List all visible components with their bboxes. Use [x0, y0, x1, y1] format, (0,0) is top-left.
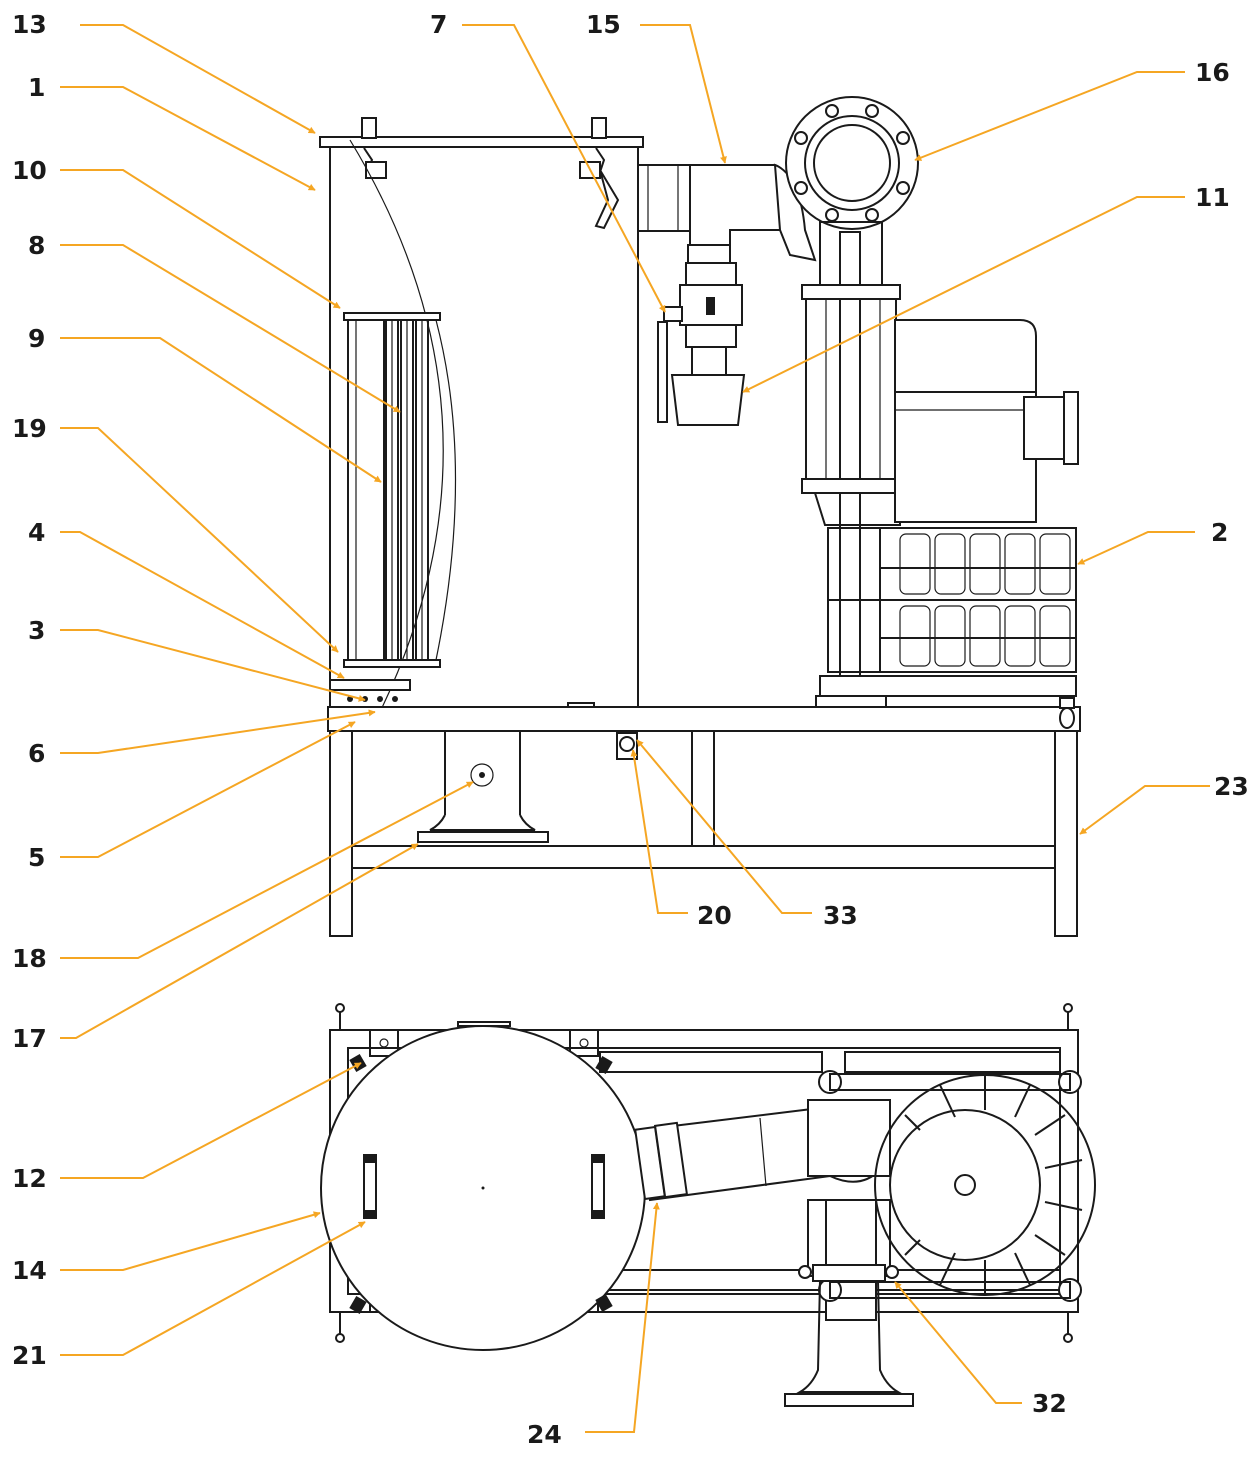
- outlet-pipe-top: [634, 1099, 891, 1321]
- top-view: [320, 1003, 1096, 1407]
- callout-1: 1: [28, 73, 46, 102]
- leader-6: [60, 709, 376, 754]
- callout-4: 4: [28, 518, 46, 547]
- frame-leg-left: [329, 730, 353, 937]
- bottom-outlet: [784, 1264, 914, 1407]
- leader-9: [60, 337, 382, 483]
- leader-11: [742, 196, 1185, 393]
- callout-13: 13: [12, 10, 47, 39]
- callout-23: 23: [1214, 772, 1249, 801]
- leader-1: [60, 86, 316, 191]
- callout-8: 8: [28, 231, 46, 260]
- leader-16: [914, 71, 1185, 161]
- callout-10: 10: [12, 156, 47, 185]
- leader-24: [585, 1202, 660, 1433]
- motor: [894, 319, 1079, 523]
- leader-14: [60, 1211, 321, 1271]
- ball-valve: [657, 262, 743, 423]
- outlet-tee: [637, 163, 817, 264]
- leader-5: [60, 721, 356, 858]
- filter-cartridges: [343, 312, 441, 668]
- vertical-column: [839, 231, 861, 708]
- upright-cylinder: [805, 286, 897, 484]
- callout-11: 11: [1195, 183, 1230, 212]
- leader-17: [60, 843, 419, 1039]
- leader-33: [636, 739, 812, 914]
- drain-funnel: [417, 731, 549, 843]
- callout-32: 32: [1032, 1389, 1067, 1418]
- callout-17: 17: [12, 1024, 47, 1053]
- tank-body: [329, 146, 639, 708]
- tank-bottom-flange: [329, 679, 411, 691]
- leader-lines: [60, 24, 1210, 1433]
- callout-33: 33: [823, 901, 858, 930]
- strainer-bucket: [670, 374, 746, 426]
- callout-12: 12: [12, 1164, 47, 1193]
- callout-20: 20: [697, 901, 732, 930]
- leader-4: [60, 531, 345, 679]
- cutaway-arc: [349, 139, 444, 713]
- leader-2: [1077, 531, 1195, 565]
- leader-19: [60, 427, 339, 653]
- callout-18: 18: [12, 944, 47, 973]
- callout-21: 21: [12, 1341, 47, 1370]
- frame-lower-rail: [351, 845, 1056, 869]
- leader-3: [60, 629, 366, 702]
- skid-top-rail: [327, 706, 1081, 732]
- outlet-flange: [785, 96, 919, 230]
- callout-14: 14: [12, 1256, 47, 1285]
- lifting-eyes: [335, 1003, 1073, 1343]
- leader-8: [60, 244, 401, 413]
- lid-handles: [363, 1154, 605, 1219]
- leader-21: [60, 1221, 366, 1356]
- callout-7: 7: [430, 10, 448, 39]
- leader-12: [60, 1062, 362, 1179]
- blower-stages: [815, 527, 1077, 708]
- leader-23: [1079, 785, 1210, 835]
- leader-15: [640, 24, 727, 164]
- leader-18: [60, 781, 474, 959]
- callout-3: 3: [28, 616, 46, 645]
- callout-6: 6: [28, 739, 46, 768]
- blower-fan-top: [818, 1070, 1096, 1302]
- side-view: [319, 96, 1081, 937]
- leader-13: [80, 24, 316, 134]
- lid-clamp-left: [361, 117, 387, 179]
- callout-15: 15: [586, 10, 621, 39]
- leader-20: [630, 749, 688, 914]
- callout-9: 9: [28, 324, 46, 353]
- callout-2: 2: [1211, 518, 1229, 547]
- callout-24: 24: [527, 1420, 562, 1449]
- frame-leg-right: [1054, 730, 1078, 937]
- callout-16: 16: [1195, 58, 1230, 87]
- callout-5: 5: [28, 843, 46, 872]
- callout-19: 19: [12, 414, 47, 443]
- leader-32: [894, 1281, 1022, 1404]
- leader-7: [462, 24, 666, 313]
- leader-10: [60, 169, 341, 309]
